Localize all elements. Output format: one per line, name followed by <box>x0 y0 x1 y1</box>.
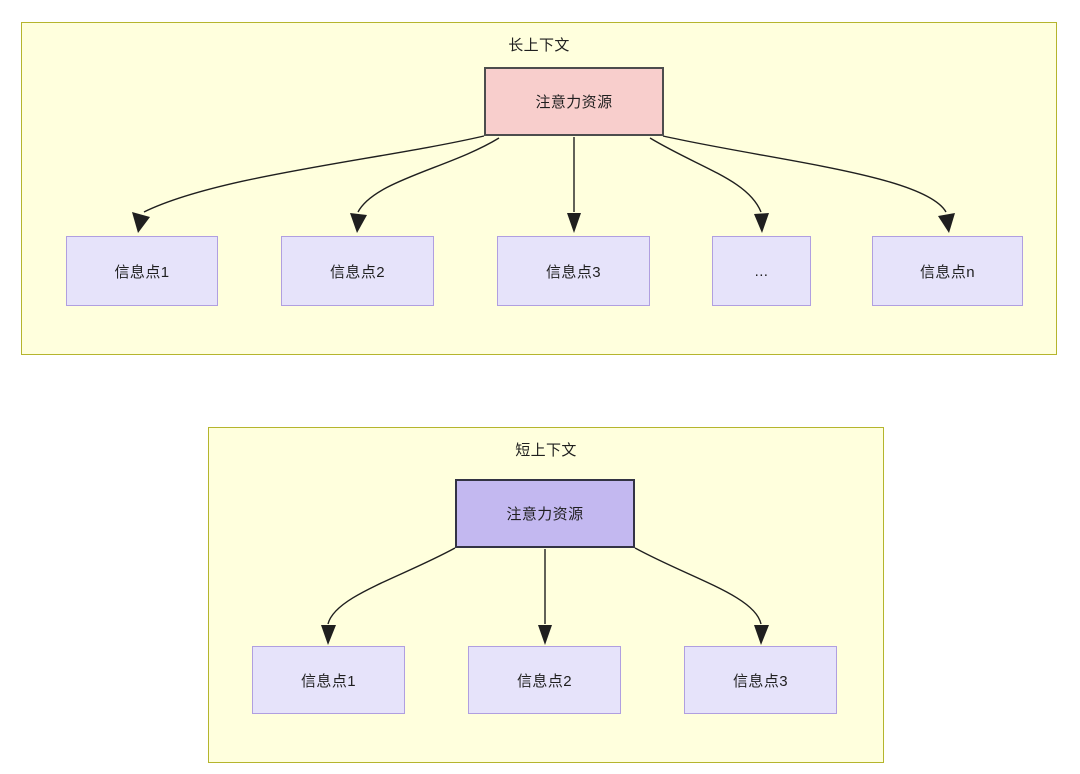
attention-resource-node-long[interactable]: 注意力资源 <box>484 67 664 136</box>
info-node-label: 信息点2 <box>517 672 572 690</box>
info-node-short-3[interactable]: 信息点3 <box>684 646 837 714</box>
info-node-label: 信息点3 <box>733 672 788 690</box>
info-node-long-2[interactable]: 信息点2 <box>281 236 434 306</box>
info-node-label: 信息点3 <box>546 263 601 281</box>
info-node-short-1[interactable]: 信息点1 <box>252 646 405 714</box>
info-node-long-1[interactable]: 信息点1 <box>66 236 218 306</box>
panel-short-context-title: 短上下文 <box>515 442 577 459</box>
info-node-label: 信息点n <box>920 263 975 281</box>
info-node-label: 信息点2 <box>330 263 385 281</box>
attention-resource-label-long: 注意力资源 <box>535 94 613 111</box>
info-node-short-2[interactable]: 信息点2 <box>468 646 621 714</box>
panel-long-context-title: 长上下文 <box>508 37 570 54</box>
info-node-label: ... <box>754 262 769 280</box>
info-node-long-n[interactable]: 信息点n <box>872 236 1023 306</box>
attention-resource-node-short[interactable]: 注意力资源 <box>455 479 635 548</box>
info-node-label: 信息点1 <box>114 263 170 281</box>
info-node-long-ellipsis[interactable]: ... <box>712 236 811 306</box>
info-node-label: 信息点1 <box>301 672 356 690</box>
info-node-long-3[interactable]: 信息点3 <box>497 236 650 306</box>
attention-resource-label-short: 注意力资源 <box>506 506 584 523</box>
